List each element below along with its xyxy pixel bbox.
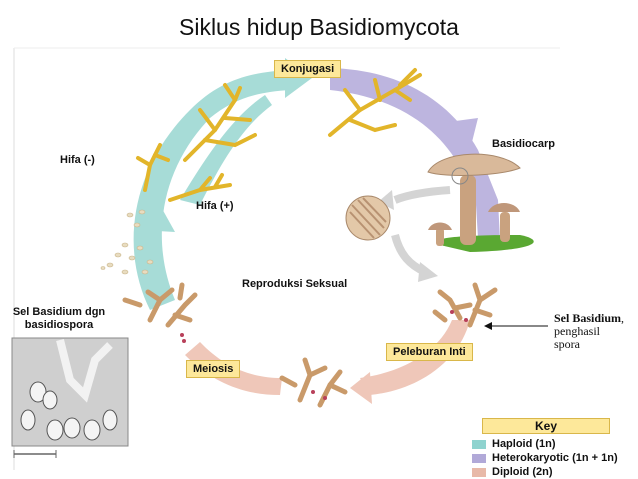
basidium-cluster-right — [432, 282, 498, 328]
hetero-arrowhead — [448, 118, 478, 150]
haploid-arrowhead-up — [140, 205, 175, 232]
legend-item-diploid: Diploid (2n) — [472, 465, 632, 479]
legend-swatch-haploid — [472, 439, 486, 449]
micrograph-photo — [11, 337, 129, 458]
label-reproduksi-seksual: Reproduksi Seksual — [242, 278, 348, 290]
page-title: Siklus hidup Basidiomycota — [179, 14, 459, 40]
legend-item-heterokaryotic: Heterokaryotic (1n + 1n) — [472, 451, 632, 465]
label-sel-basidium: Sel Basidium, penghasil spora — [554, 311, 625, 351]
label-meiosis: Meiosis — [186, 360, 241, 378]
diploid-arrowhead — [350, 372, 372, 404]
hypha-left-minus — [136, 143, 170, 192]
mushroom-icon — [427, 153, 534, 252]
spores — [100, 209, 154, 275]
label-basidiocarp: Basidiocarp — [492, 138, 555, 150]
hetero-arc — [330, 68, 500, 240]
legend-swatch-diploid — [472, 467, 486, 477]
legend-swatch-heterokaryotic — [472, 453, 486, 463]
gill-magnifier-icon — [345, 167, 469, 241]
hypha-top-right — [328, 68, 422, 137]
label-peleburan-inti: Peleburan Inti — [386, 343, 473, 361]
grey-arrow-1 — [393, 186, 451, 204]
label-hifa-plus: Hifa (+) — [196, 200, 234, 212]
legend-item-haploid: Haploid (1n) — [472, 437, 632, 451]
label-sel-basidium-dgn: Sel Basidium dgn basidiospora — [12, 306, 106, 331]
legend-title: Key — [482, 418, 610, 434]
haploid-inner-arrow — [180, 95, 272, 205]
legend: Key Haploid (1n) Heterokaryotic (1n + 1n… — [472, 418, 632, 479]
hypha-plus — [168, 173, 232, 202]
label-konjugasi: Konjugasi — [274, 60, 342, 78]
label-hifa-minus: Hifa (-) — [60, 154, 95, 166]
hypha-top-left — [183, 83, 257, 162]
basidium-cluster-left — [122, 282, 198, 328]
diploid-arc — [360, 320, 470, 395]
haploid-arc — [133, 70, 290, 310]
basidium-cluster-bottom — [279, 357, 348, 408]
